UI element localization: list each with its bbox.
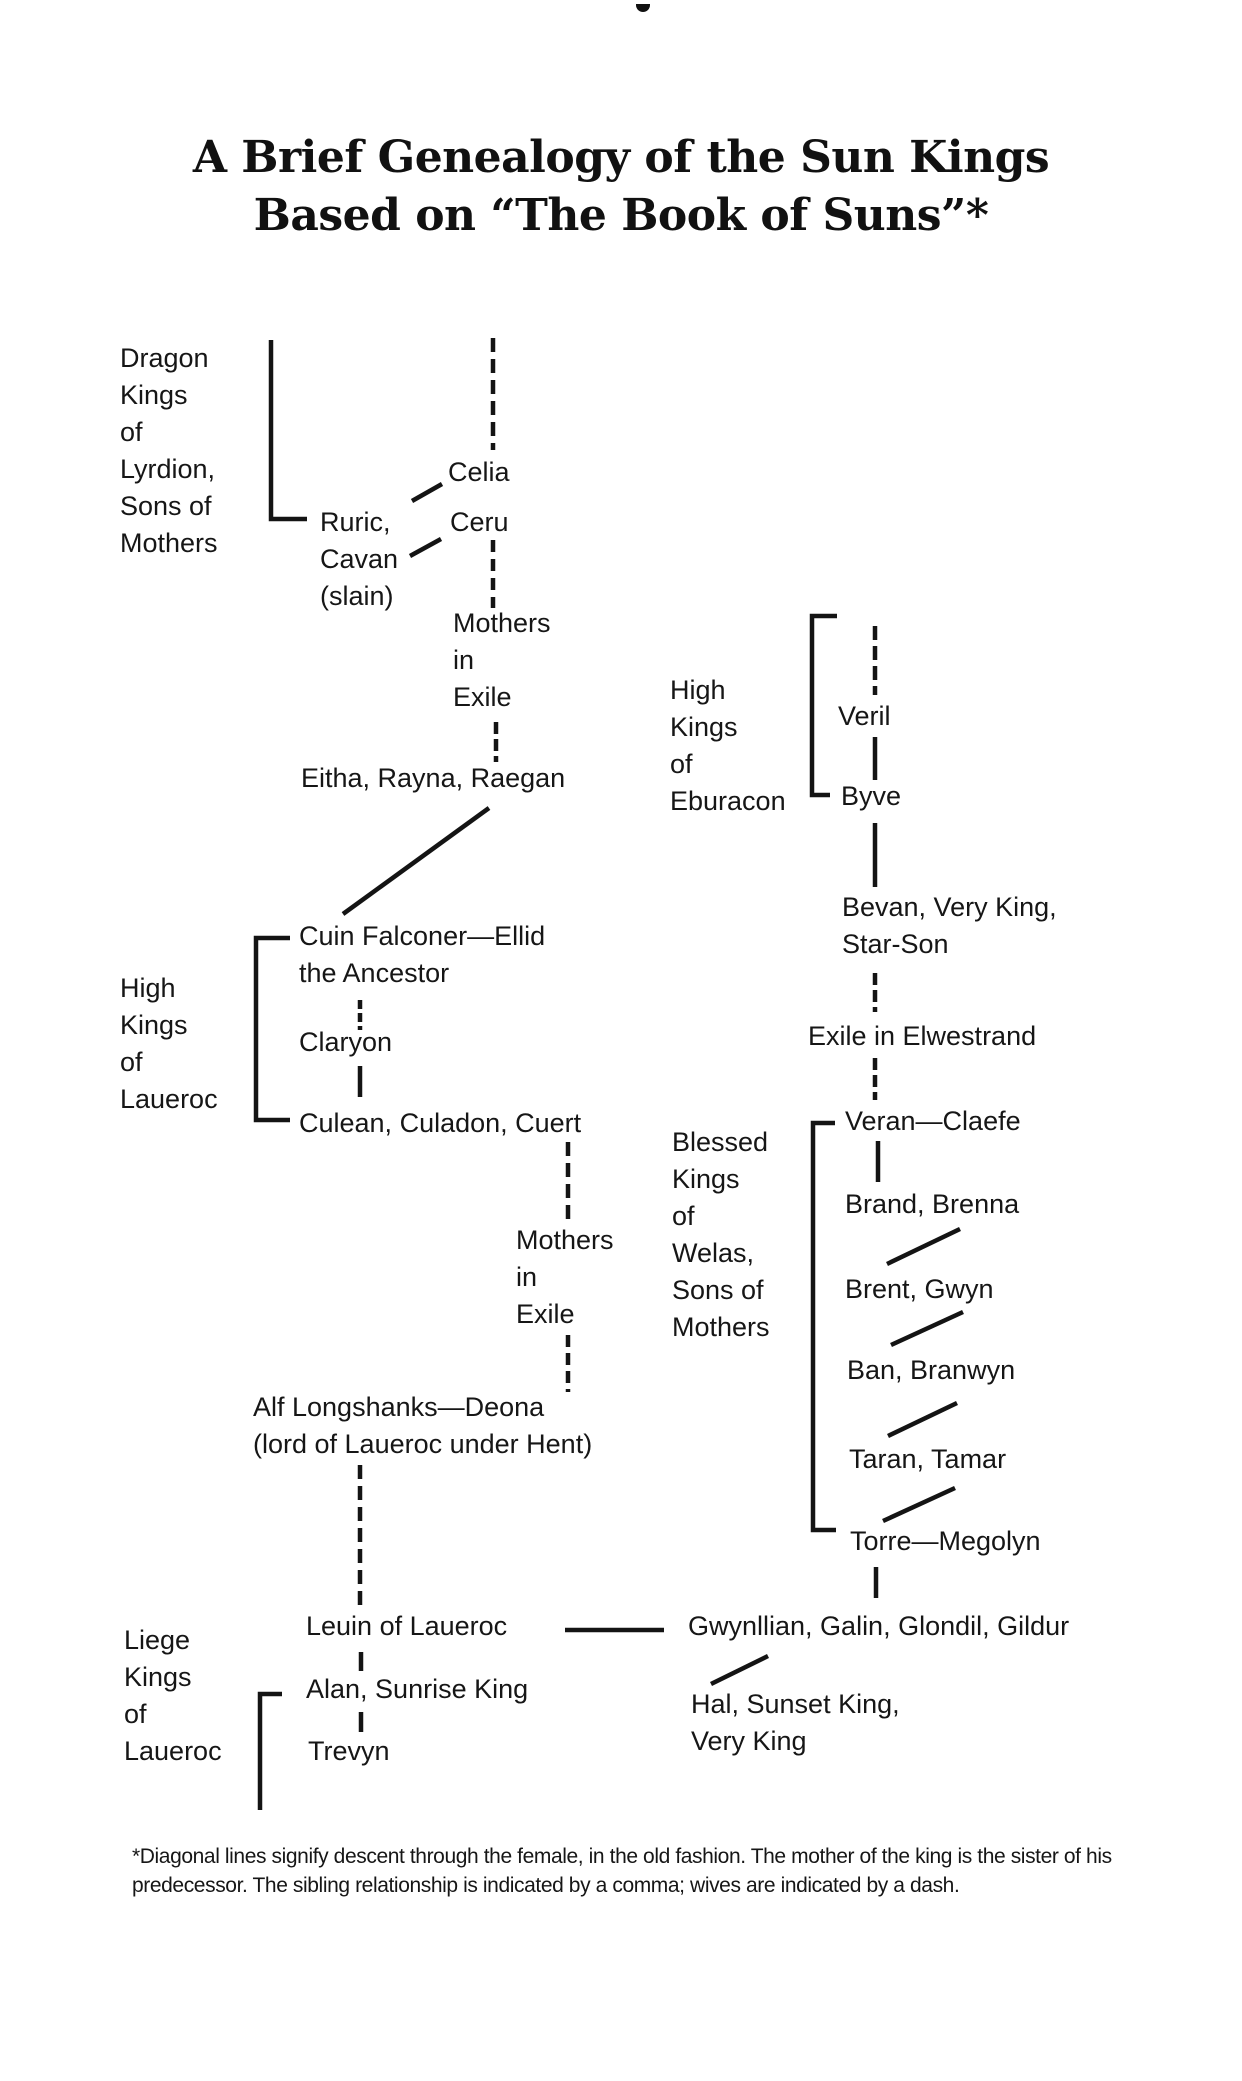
label-dragon-kings-of-lyrdion: Dragon Kings of Lyrdion, Sons of Mothers: [120, 343, 218, 558]
name-ceru: Ceru: [450, 507, 509, 537]
name-eitha-rayna-raegan: Eitha, Rayna, Raegan: [301, 763, 566, 793]
female-line-gwynllian-hal: [710, 1653, 769, 1687]
name-brent-gwyn: Brent, Gwyn: [845, 1274, 994, 1304]
bracket-high-kings-eburacon: [809, 613, 837, 798]
name-culean-culadon-cuert: Culean, Culadon, Cuert: [299, 1108, 582, 1138]
bracket-blessed-kings-welas: [810, 1120, 836, 1533]
name-exile-in-elwestrand: Exile in Elwestrand: [808, 1021, 1037, 1051]
bracket-liege-kings: [257, 1691, 282, 1810]
name-ban-branwyn: Ban, Branwyn: [847, 1355, 1016, 1385]
name-alan-sunrise-king: Alan, Sunrise King: [306, 1674, 529, 1704]
name-bevan-very-king: Bevan, Very King, Star-Son: [842, 892, 1057, 959]
female-line-ceru-cavan: [408, 537, 443, 558]
name-torre-megolyn: Torre—Megolyn: [850, 1526, 1041, 1556]
female-line-tamar-torre: [882, 1485, 956, 1524]
scan-mark: [636, 4, 650, 12]
female-line-branwyn-taran: [887, 1400, 958, 1439]
name-veril: Veril: [838, 701, 891, 731]
name-ruric-cavan: Ruric, Cavan (slain): [320, 507, 399, 611]
bracket-dragon-kings: [268, 340, 307, 522]
bracket-high-kings-laueroc: [253, 935, 290, 1123]
name-alf-longshanks-deona: Alf Longshanks—Deona (lord of Laueroc un…: [253, 1392, 593, 1459]
name-veran-claefe: Veran—Claefe: [845, 1106, 1021, 1136]
title-line-1: A Brief Genealogy of the Sun Kings: [192, 132, 1050, 183]
name-celia: Celia: [448, 457, 510, 487]
name-brand-brenna: Brand, Brenna: [845, 1189, 1020, 1219]
name-taran-tamar: Taran, Tamar: [849, 1444, 1007, 1474]
name-gwynllian-galin-glondil-gildur: Gwynllian, Galin, Glondil, Gildur: [688, 1611, 1070, 1641]
name-byve: Byve: [841, 781, 902, 811]
label-high-kings-of-laueroc: High Kings of Laueroc: [120, 973, 218, 1114]
name-hal-sunset-king: Hal, Sunset King, Very King: [691, 1689, 900, 1756]
name-trevyn: Trevyn: [308, 1736, 390, 1766]
female-line-gwyn-ban: [890, 1309, 964, 1348]
female-line-celia-ruric: [410, 482, 444, 503]
female-line-raegan-cuin: [341, 806, 491, 916]
label-liege-kings-of-laueroc: Liege Kings of Laueroc: [124, 1625, 222, 1766]
title-line-2: Based on “The Book of Suns”*: [253, 190, 989, 241]
footnote: *Diagonal lines signify descent through …: [132, 1845, 1112, 1897]
name-mothers-in-exile-1: Mothers in Exile: [453, 608, 551, 712]
name-leuin-of-laueroc: Leuin of Laueroc: [306, 1611, 508, 1641]
name-cuin-falconer-ellid: Cuin Falconer—Ellid the Ancestor: [299, 921, 546, 988]
label-high-kings-of-eburacon: High Kings of Eburacon: [670, 675, 786, 816]
label-blessed-kings-of-welas: Blessed Kings of Welas, Sons of Mothers: [672, 1127, 770, 1342]
name-mothers-in-exile-2: Mothers in Exile: [516, 1225, 614, 1329]
female-line-brenna-brent: [886, 1226, 961, 1267]
name-claryon: Claryon: [299, 1027, 393, 1057]
